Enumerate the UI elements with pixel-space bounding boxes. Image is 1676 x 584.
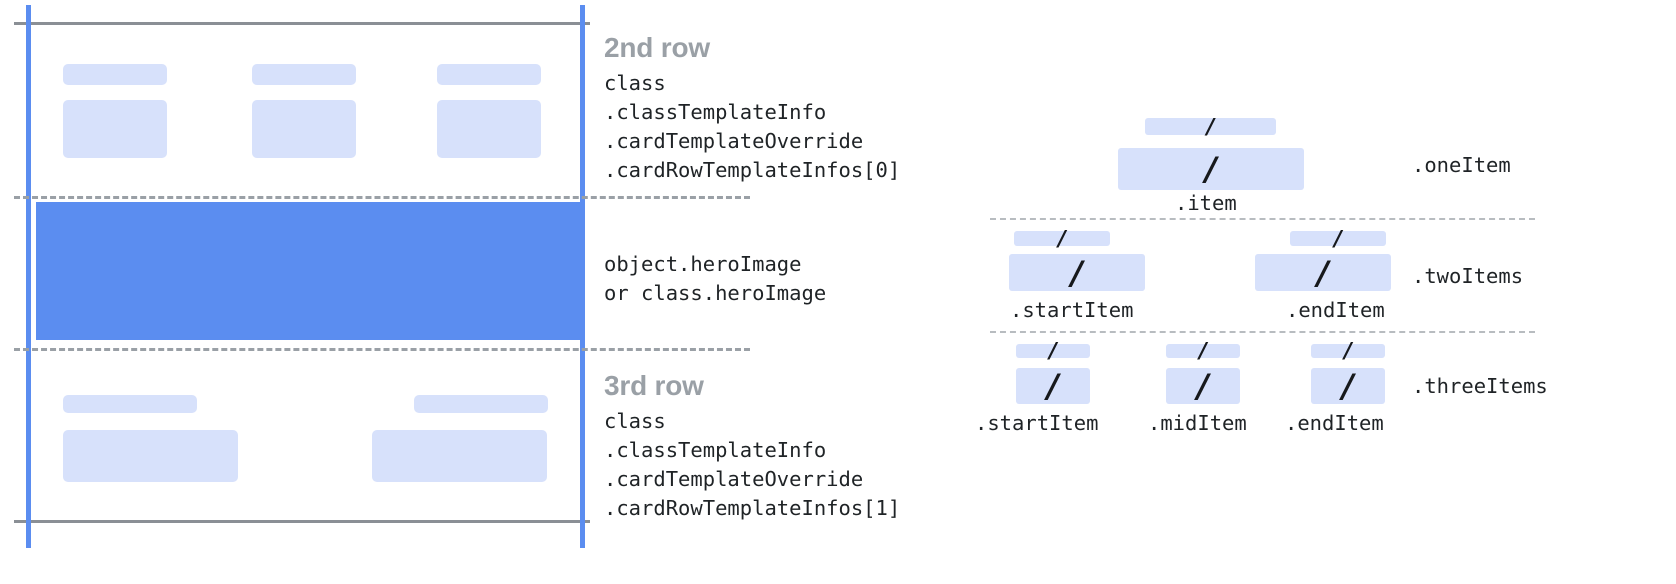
slash-icon: / (1047, 367, 1059, 405)
divider-two-three (990, 331, 1535, 333)
hero-code-line-2: or class.heroImage (604, 281, 827, 305)
three-items-start-value-slot: / (1016, 368, 1090, 404)
one-item-value-slot: / (1118, 148, 1304, 190)
three-items-start-label-slot: / (1016, 340, 1090, 361)
row2-col2-value-placeholder (252, 100, 356, 158)
two-items-right-label: .twoItems (1412, 264, 1524, 288)
slash-icon: / (1206, 114, 1215, 138)
row2-col3-value-placeholder (437, 100, 541, 158)
second-row-title: 2nd row (604, 32, 710, 63)
card-left-guide (26, 5, 31, 548)
row3-col1-label-placeholder (63, 395, 197, 413)
card-right-guide (580, 5, 585, 548)
row2-col1-value-placeholder (63, 100, 167, 158)
three-items-right-label: .threeItems (1412, 374, 1548, 398)
annotation-third-row: 3rd row class .classTemplateInfo .cardTe… (604, 370, 900, 523)
annotation-second-row: 2nd row class .classTemplateInfo .cardTe… (604, 32, 900, 185)
row2-col1-label-placeholder (63, 64, 167, 85)
slash-icon: / (1058, 226, 1066, 250)
second-row-code-line-2: .classTemplateInfo (604, 100, 827, 124)
third-row-code-line-2: .classTemplateInfo (604, 438, 827, 462)
three-items-end-bottom-label: .endItem (1285, 411, 1384, 435)
three-items-mid-bottom-label: .midItem (1148, 411, 1247, 435)
two-items-end-bottom-label: .endItem (1286, 298, 1385, 322)
three-items-end-label-slot: / (1311, 340, 1385, 361)
second-row-code-line-3: .cardTemplateOverride (604, 129, 864, 153)
row3-col1-value-placeholder (63, 430, 238, 482)
annotation-hero-image: object.heroImage or class.heroImage (604, 250, 826, 308)
slash-icon: / (1199, 338, 1207, 363)
hero-code-line-1: object.heroImage (604, 252, 802, 276)
three-items-end-value-slot: / (1311, 368, 1385, 404)
divider-above-hero (14, 196, 750, 199)
slash-icon: / (1344, 338, 1352, 363)
slash-icon: / (1071, 253, 1083, 292)
two-items-end-label-slot: / (1290, 226, 1386, 250)
one-item-right-label: .oneItem (1412, 153, 1511, 177)
two-items-start-bottom-label: .startItem (1010, 298, 1134, 322)
slash-icon: / (1342, 367, 1354, 405)
third-row-code-line-1: class (604, 409, 666, 433)
two-items-start-label-slot: / (1014, 226, 1110, 250)
row2-col2-label-placeholder (252, 64, 356, 85)
slash-icon: / (1049, 338, 1057, 363)
slash-icon: / (1205, 150, 1217, 188)
row3-col2-label-placeholder (414, 395, 548, 413)
third-row-title: 3rd row (604, 370, 704, 401)
one-item-label-slot: / (1145, 114, 1276, 138)
card-top-rule (14, 22, 590, 25)
two-items-end-value-slot: / (1255, 254, 1391, 291)
three-items-start-bottom-label: .startItem (975, 411, 1099, 435)
third-row-code-line-3: .cardTemplateOverride (604, 467, 864, 491)
third-row-code-line-4: .cardRowTemplateInfos[1] (604, 496, 901, 520)
row3-col2-value-placeholder (372, 430, 547, 482)
hero-image-block (36, 202, 582, 340)
slash-icon: / (1197, 367, 1209, 405)
three-items-mid-value-slot: / (1166, 368, 1240, 404)
card-bottom-rule (14, 520, 590, 523)
one-item-bottom-label: .item (1175, 191, 1237, 215)
two-items-start-value-slot: / (1009, 254, 1145, 291)
second-row-code-line-1: class (604, 71, 666, 95)
divider-below-hero (14, 348, 750, 351)
slash-icon: / (1317, 253, 1329, 292)
card-mock (0, 0, 750, 584)
divider-one-two (990, 218, 1535, 220)
second-row-code-line-4: .cardRowTemplateInfos[0] (604, 158, 901, 182)
slash-icon: / (1334, 226, 1342, 250)
row2-col3-label-placeholder (437, 64, 541, 85)
three-items-mid-label-slot: / (1166, 340, 1240, 361)
